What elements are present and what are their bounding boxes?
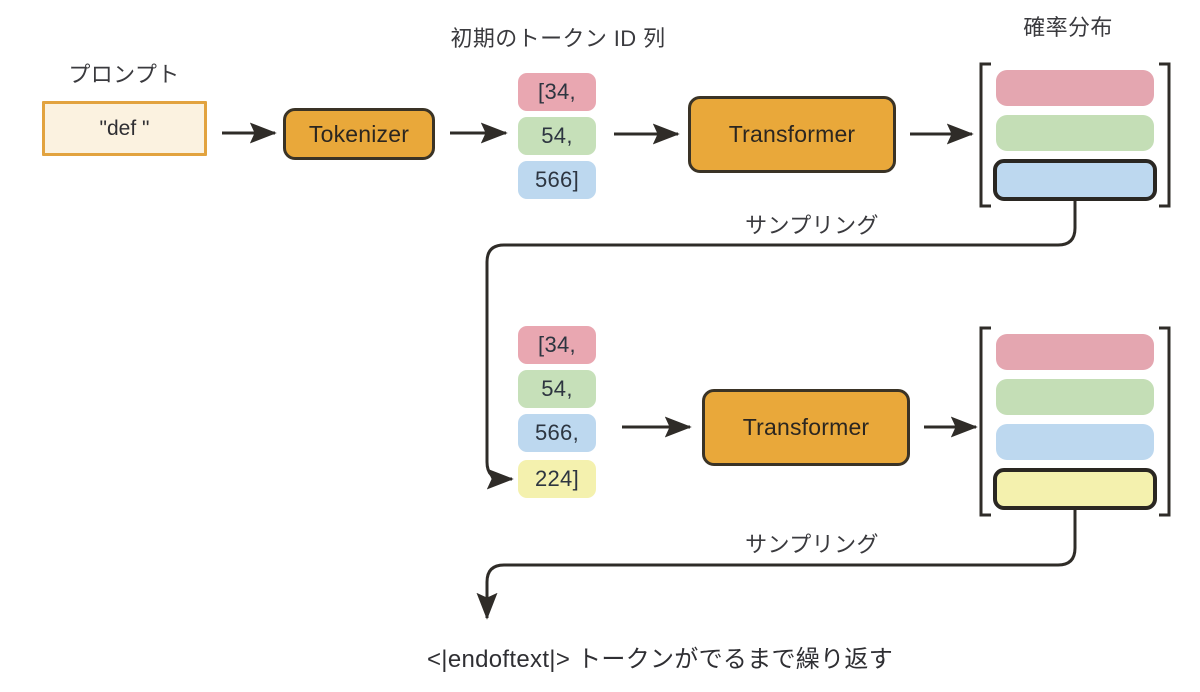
token-chip-label: [34, <box>538 79 576 104</box>
distribution-bracket-left-2 <box>979 326 991 517</box>
token-chip: 54, <box>518 370 596 408</box>
distribution-bar <box>996 424 1154 460</box>
token-chip: 54, <box>518 117 596 155</box>
token-chip-label: 54, <box>541 123 573 148</box>
distribution-bar <box>996 379 1154 415</box>
distribution-caption: 確率分布 <box>1023 15 1113 40</box>
prompt-box[interactable]: "def " <box>42 101 207 156</box>
tokenizer-block[interactable]: Tokenizer <box>283 108 435 160</box>
distribution-bracket-right-2 <box>1159 326 1171 517</box>
transformer-block-1[interactable]: Transformer <box>688 96 896 173</box>
distribution-bracket-left-1 <box>979 62 991 208</box>
token-ids-caption: 初期のトークン ID 列 <box>450 26 666 51</box>
distribution-bar-selected <box>993 468 1157 510</box>
distribution-bar <box>996 70 1154 106</box>
token-chip: [34, <box>518 73 596 111</box>
token-chip: 224] <box>518 460 596 498</box>
token-chip-label: 224] <box>534 466 580 491</box>
token-chip: [34, <box>518 326 596 364</box>
token-chip-label: 54, <box>541 376 573 401</box>
distribution-bracket-right-1 <box>1159 62 1171 208</box>
transformer-block-2[interactable]: Transformer <box>702 389 910 466</box>
prompt-caption: プロンプト <box>68 62 180 87</box>
distribution-bar <box>996 115 1154 151</box>
distribution-bar-selected <box>993 159 1157 201</box>
footer-text: <|endoftext|> トークンがでるまで繰り返す <box>426 646 894 673</box>
token-chip-label: [34, <box>538 332 576 357</box>
token-chip-label: 566] <box>534 167 580 192</box>
sampling-label-2: サンプリング <box>745 532 879 557</box>
token-chip: 566] <box>518 161 596 199</box>
sampling-label-1: サンプリング <box>745 213 879 238</box>
token-chip: 566, <box>518 414 596 452</box>
distribution-bar <box>996 334 1154 370</box>
token-chip-label: 566, <box>534 420 580 445</box>
